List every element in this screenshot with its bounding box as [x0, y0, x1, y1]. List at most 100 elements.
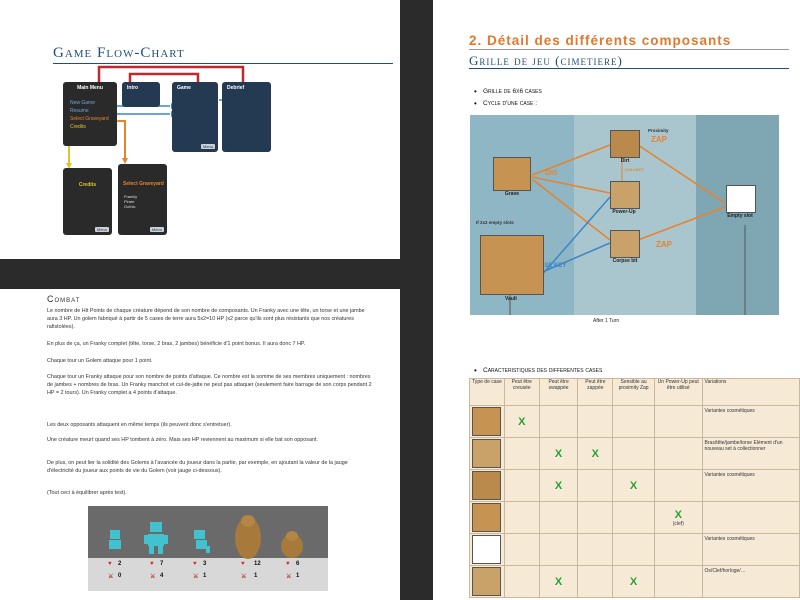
- table-cell: [577, 565, 614, 598]
- table-desc-cell: Variantes cosmétiques: [701, 469, 800, 502]
- table-cell: X: [538, 437, 579, 470]
- unit-hp: 6: [296, 561, 300, 567]
- heading-rule: [469, 49, 789, 50]
- graveyard-option: Gothic: [124, 204, 136, 209]
- proximity-label: Proximity: [648, 128, 669, 133]
- use-key-label: USE KEY: [540, 263, 567, 269]
- table-row: X X Variantes cosmétiques: [469, 469, 800, 502]
- section-heading: 2. Détail des différents composants: [469, 33, 732, 48]
- combat-paragraph: En plus de ça, un Franky complet (tête, …: [47, 341, 306, 347]
- table-cell: [612, 501, 655, 534]
- empty-slots-note: If 2x2 empty slots: [476, 220, 514, 225]
- dig-label: DIG: [545, 170, 558, 177]
- table-cell: [503, 469, 540, 502]
- table-cell: [577, 469, 614, 502]
- col-header: Peut être creusée: [503, 378, 540, 406]
- powerup-label: Power-Up: [612, 209, 636, 215]
- bullet-table: Caracteristiques des differentes cases: [474, 366, 602, 375]
- tile-type-cell: [469, 533, 505, 566]
- col-header: Type de case: [469, 378, 505, 406]
- credits-title: Credits: [78, 182, 97, 188]
- cell-mark: X: [674, 508, 682, 521]
- table-cell: [653, 405, 703, 438]
- bullet-grid: Grille de 6x6 cases: [474, 87, 542, 96]
- table-cell: [538, 533, 579, 566]
- tile-type-cell: [469, 501, 505, 534]
- main-menu-box: Main Menu New Game Resume Select Graveya…: [63, 82, 117, 146]
- table-row: X X Bras/tête/jambe/torse Elément d'un n…: [469, 437, 800, 470]
- table-desc-cell: Variantes cosmétiques: [701, 405, 800, 438]
- flowchart-title: Game Flow-Chart: [53, 45, 393, 64]
- table-desc-cell: Variantes cosmétiques: [701, 533, 800, 566]
- select-graveyard-box: Select Graveyard Frankly Pirate Gothic M…: [118, 164, 167, 235]
- table-desc-cell: Bras/tête/jambe/torse Elément d'un nouve…: [701, 437, 800, 470]
- corpse-tile: [610, 230, 640, 258]
- table-row: X X Os/Clef/horloge/…: [469, 565, 800, 598]
- unit-atk: 1: [203, 573, 207, 579]
- table-cell: X: [538, 469, 579, 502]
- zap-label: ZAP: [651, 135, 667, 144]
- table-cell: X: [612, 469, 655, 502]
- table-cell: [653, 437, 703, 470]
- combat-paragraph: (Tout ceci à équilibrer après test).: [47, 490, 127, 496]
- table-header-row: Type de case Peut être creusée Peut être…: [469, 378, 800, 406]
- menu-item-select-graveyard: Select Graveyard: [70, 116, 109, 122]
- subheading-rule: [469, 68, 789, 69]
- components-page: 2. Détail des différents composants Gril…: [433, 0, 800, 600]
- col-header: Sensible au proximity Zap: [612, 378, 655, 406]
- table-cell: [503, 533, 540, 566]
- combat-paragraph: Une créature meurt quand ses HP tombent …: [47, 437, 318, 443]
- cycle-right-panel: [696, 115, 779, 315]
- tile-type-cell: [469, 565, 505, 598]
- table-cell: [503, 437, 540, 470]
- table-row: Variantes cosmétiques: [469, 533, 800, 566]
- game-title: Game: [177, 85, 191, 91]
- table-cell: X: [538, 565, 579, 598]
- game-menu-label: Menu: [200, 144, 215, 149]
- tile-type-cell: [469, 469, 505, 502]
- bullet-cycle: Cycle d'une case :: [474, 99, 537, 108]
- after-turn-label: After 1 Turn: [593, 318, 620, 324]
- tile-type-cell: [469, 437, 505, 470]
- table-cell: [577, 501, 614, 534]
- menu-item-credits: Credits: [70, 124, 86, 130]
- cycle-arrows: [509, 144, 746, 315]
- unit-atk: 1: [254, 573, 258, 579]
- debrief-title: Debrief: [227, 85, 245, 91]
- table-cell: [503, 565, 540, 598]
- table-row: X Variantes cosmétiques: [469, 405, 800, 438]
- combat-paragraph: Le nombre de Hit Points de chaque créatu…: [47, 308, 365, 330]
- combat-paragraph: Les deux opposants attaquent en même tem…: [47, 422, 232, 428]
- table-cell: [653, 565, 703, 598]
- unit-hp: 12: [254, 561, 261, 567]
- tile-cycle-diagram: Grave DIG Dirt Proximity ZAP COLLECT Pow…: [470, 115, 779, 315]
- main-menu-title: Main Menu: [77, 85, 103, 91]
- debrief-box: Debrief: [222, 82, 271, 152]
- combat-title: Combat: [47, 294, 81, 304]
- empty-slot-label: Empty slot: [727, 213, 753, 219]
- table-cell: [503, 501, 540, 534]
- tile-type-cell: [469, 405, 505, 438]
- unit-atk: 1: [296, 573, 300, 579]
- game-box: Game Menu: [172, 82, 218, 152]
- zap-label: ZAP: [656, 240, 672, 249]
- combat-paragraph: De plus, on peut lier la solidité des Go…: [47, 460, 348, 474]
- credits-box: Credits Menu: [63, 168, 112, 235]
- flowchart-page: Game Flow-Chart Main Menu New Game Resum…: [0, 0, 400, 259]
- corpse-label: Corpse bit: [612, 258, 638, 264]
- grave-tile: [493, 157, 531, 191]
- strip-floor: [88, 558, 328, 591]
- intro-box: Intro: [122, 82, 160, 107]
- graveyard-option: Frankly: [124, 194, 138, 199]
- dirt-tile: [610, 130, 640, 158]
- vault-label: Vault: [505, 296, 517, 302]
- graveyard-option: Pirate: [124, 199, 135, 204]
- unit-atk: 0: [118, 573, 122, 579]
- select-graveyard-title: Select Graveyard: [123, 181, 164, 187]
- grave-label: Grave: [504, 191, 520, 197]
- menu-item-new-game: New Game: [70, 100, 96, 106]
- table-cell: X(clef): [653, 501, 703, 534]
- table-cell: [612, 405, 655, 438]
- table-cell: X: [612, 565, 655, 598]
- unit-hp: 2: [118, 561, 122, 567]
